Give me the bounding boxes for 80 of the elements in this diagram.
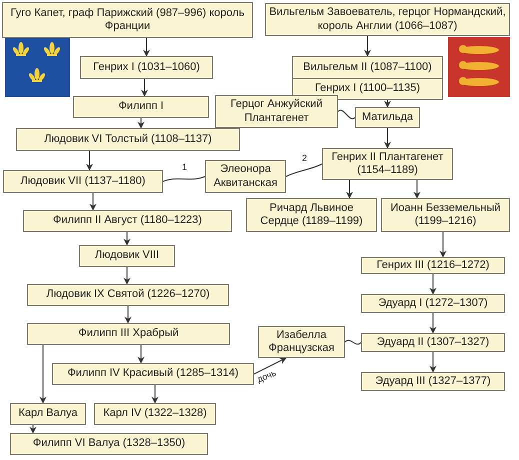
arrow	[152, 384, 158, 404]
marriage-line	[162, 176, 206, 182]
arrow	[384, 128, 391, 149]
arrow	[414, 180, 420, 199]
arrow	[430, 274, 436, 295]
ruler-name: Людовик VII (1137–1180)	[20, 174, 146, 188]
ruler-box	[79, 245, 175, 267]
arrow	[138, 344, 144, 364]
marriage-line	[344, 340, 362, 345]
ruler-name: Филипп VI Валуа (1328–1350)	[32, 437, 186, 451]
ruler-box	[23, 210, 232, 232]
ruler-box	[292, 56, 443, 100]
ruler-box	[381, 198, 510, 232]
ruler-box	[361, 333, 505, 352]
ruler-name: Карл IV (1322–1328)	[102, 407, 208, 421]
ruler-box	[2, 2, 253, 38]
ruler-name: Изабелла Французская	[267, 328, 336, 356]
ruler-box	[361, 294, 505, 313]
arrow	[124, 266, 130, 285]
ruler-name: Филипп I	[117, 100, 165, 114]
arrow	[141, 78, 148, 97]
ruler-box	[94, 403, 216, 425]
arrow	[124, 306, 132, 324]
ruler-box	[361, 372, 505, 391]
arrow	[40, 344, 46, 404]
ruler-name: Генрих I (1100–1135)	[314, 82, 422, 96]
ruler-name: Генрих I (1031–1060)	[92, 60, 201, 74]
ruler-box	[361, 257, 505, 274]
ruler-box	[80, 56, 213, 79]
ruler-name: Людовик VIII	[94, 249, 160, 263]
arrow	[364, 36, 371, 57]
ruler-box	[27, 284, 229, 306]
arrow	[440, 232, 446, 258]
ruler-name: Иоанн Безземельный (1199–1216)	[390, 202, 502, 228]
ruler-name: Ричард Львиное Сердце (1189–1199)	[259, 202, 364, 228]
ruler-name: Матильда	[360, 110, 414, 124]
ruler-box	[215, 95, 338, 128]
ruler-box	[73, 96, 209, 118]
ruler-box	[322, 148, 453, 180]
ruler-box	[355, 107, 420, 128]
arrow	[254, 358, 287, 374]
ruler-name: Филипп III Храбрый	[77, 327, 180, 341]
ruler-name: Карл Валуа	[17, 407, 79, 421]
edge-label: 1	[181, 163, 188, 172]
ruler-box	[10, 403, 86, 425]
ruler-name: Генрих III (1216–1272)	[376, 258, 490, 272]
ruler-box	[52, 363, 254, 385]
arrow	[430, 312, 436, 334]
arrow	[86, 150, 93, 171]
ruler-name: Вильгельм Завоеватель, герцог Нормандский, король Англии (1066–1087)	[268, 6, 507, 33]
ruler-box	[27, 323, 230, 345]
arrow	[430, 352, 436, 373]
arrow	[138, 118, 144, 129]
arrow	[346, 180, 353, 199]
arrow	[384, 100, 391, 108]
arrow	[30, 424, 36, 434]
edge-label: 2	[301, 154, 308, 164]
ruler-box	[205, 160, 286, 193]
ruler-name: Элеонора Аквитанская	[212, 163, 278, 190]
ruler-name: Герцог Анжуйский Плантагенет	[230, 98, 324, 125]
ruler-name: Гуго Капет, граф Парижский (987–996) король Франции	[10, 6, 246, 34]
ruler-box	[16, 128, 240, 151]
ruler-name: Людовик IX Святой (1226–1270)	[45, 288, 211, 302]
marriage-line	[338, 110, 356, 120]
arrow	[90, 192, 96, 211]
marriage-line	[286, 164, 322, 177]
ruler-name: Генрих II Плантагенет (1154–1189)	[330, 150, 444, 178]
ruler-name: Эдуард I (1272–1307)	[377, 296, 489, 310]
arrow	[143, 38, 150, 57]
arrow	[124, 232, 130, 246]
ruler-box	[258, 326, 345, 358]
ruler-name: Филипп IV Красивый (1285–1314)	[66, 367, 240, 381]
ruler-name: Эдуард III (1327–1377)	[374, 374, 492, 388]
ruler-name: Вильгельм II (1087–1100)	[302, 60, 433, 74]
ruler-box	[10, 433, 208, 455]
ruler-name: Филипп II Август (1180–1223)	[52, 214, 203, 228]
ruler-box	[3, 170, 163, 193]
ruler-box	[246, 198, 377, 232]
ruler-name: Эдуард II (1307–1327)	[376, 336, 490, 350]
ruler-name: Людовик VI Толстый (1108–1137)	[43, 132, 213, 146]
